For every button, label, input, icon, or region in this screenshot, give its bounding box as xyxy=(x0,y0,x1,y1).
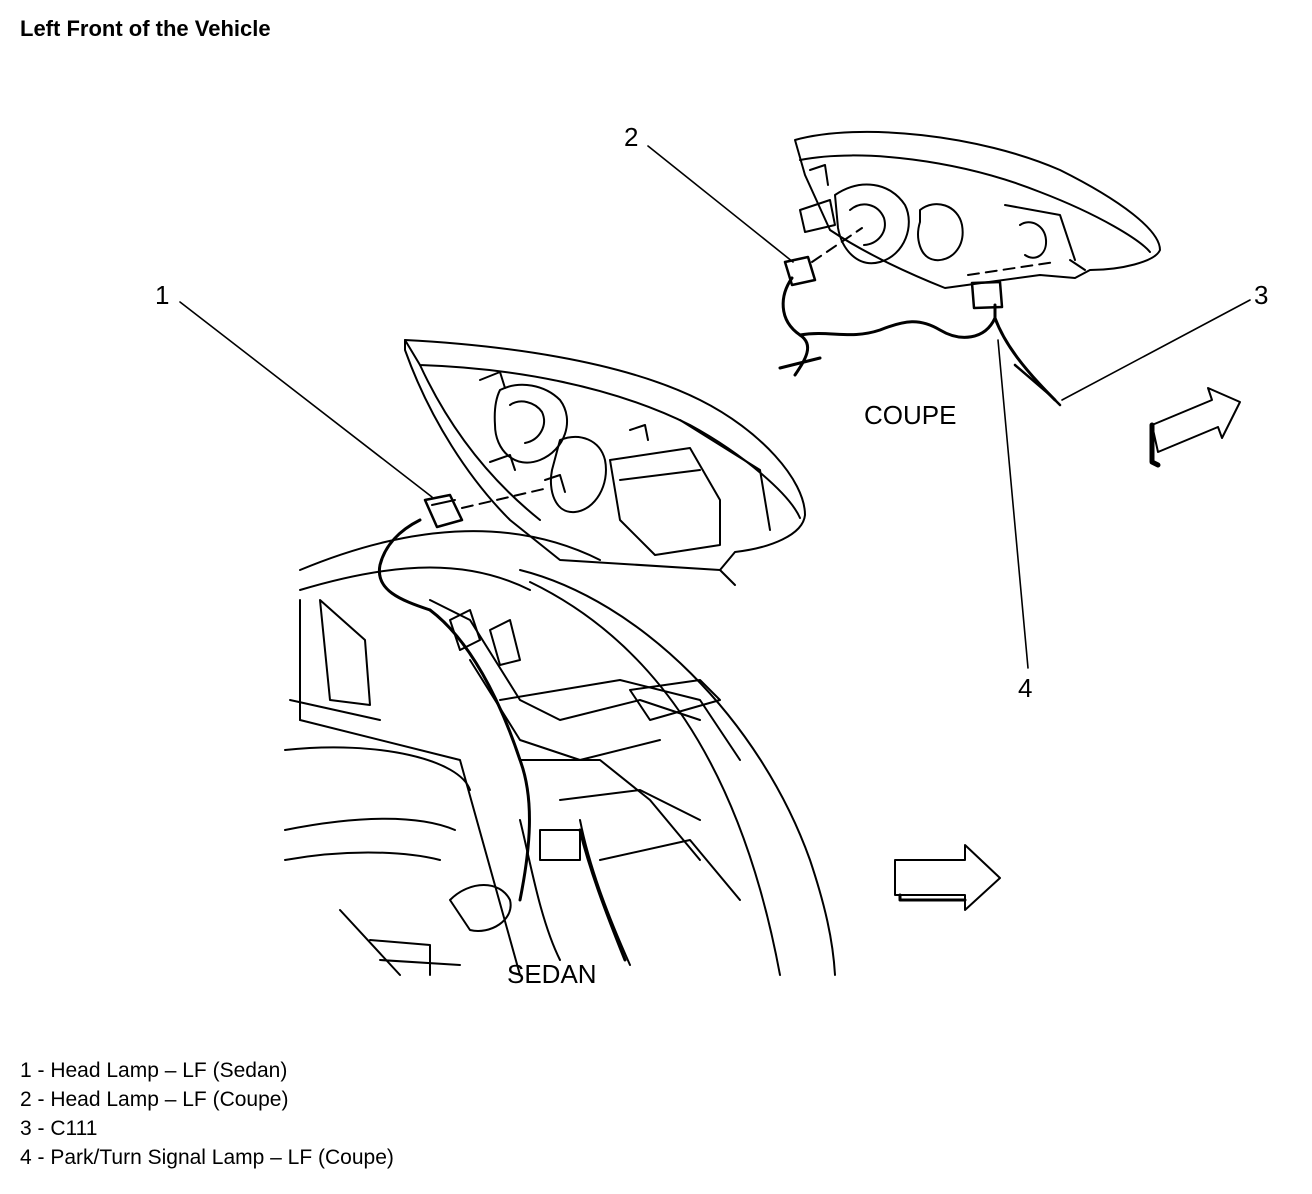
coupe-wiring-harness xyxy=(778,276,1057,402)
callout-4: 4 xyxy=(1018,673,1032,703)
sedan-head-lamp xyxy=(404,339,806,586)
front-direction-arrow-coupe xyxy=(1149,387,1241,468)
legend-item: 3 - C111 xyxy=(20,1117,98,1140)
sedan-connector xyxy=(423,493,464,529)
coupe-connectors xyxy=(783,255,1062,407)
callout-3: 3 xyxy=(1254,280,1268,310)
callout-1: 1 xyxy=(155,280,169,310)
page-title: Left Front of the Vehicle xyxy=(20,16,271,41)
callout-leaders xyxy=(179,145,1251,669)
front-direction-arrow-sedan xyxy=(894,844,1001,911)
sedan-wiring-harness xyxy=(377,518,627,962)
sedan-fender-structure xyxy=(284,530,836,976)
coupe-label: COUPE xyxy=(864,400,956,430)
legend: 1 - Head Lamp – LF (Sedan) 2 - Head Lamp… xyxy=(20,1056,394,1172)
legend-item: 4 - Park/Turn Signal Lamp – LF (Coupe) xyxy=(20,1146,394,1169)
installation-dashed-lines xyxy=(461,227,1056,509)
legend-item: 1 - Head Lamp – LF (Sedan) xyxy=(20,1059,288,1082)
legend-item: 2 - Head Lamp – LF (Coupe) xyxy=(20,1088,289,1111)
callout-2: 2 xyxy=(624,122,638,152)
sedan-label: SEDAN xyxy=(507,959,597,989)
coupe-head-lamp xyxy=(794,130,1161,289)
